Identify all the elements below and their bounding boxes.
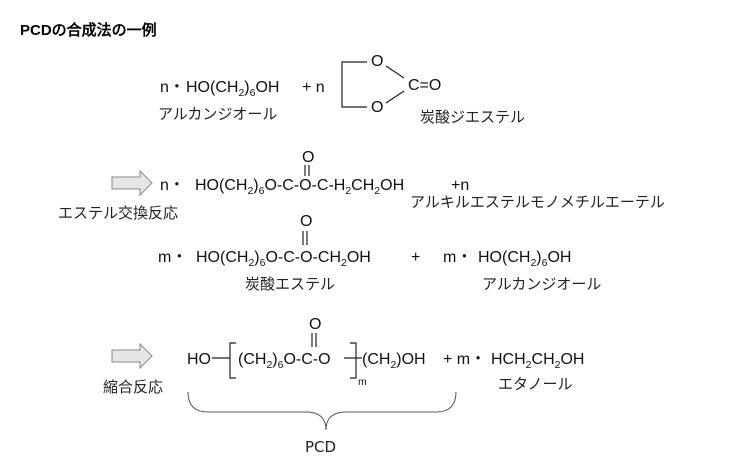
step1-reaction: n・ HO(CH2)6OH + n O O C=O アルカンジオール 炭酸ジエス… [158, 53, 525, 126]
repeat-subscript-m: m [358, 376, 367, 388]
ring-bond-top [385, 65, 405, 79]
carbonate-ester-formula: HO(CH2)6O-C-O-CH2OH [196, 249, 371, 269]
carbonyl-oxygen: O [302, 149, 314, 166]
bracket-left [229, 342, 236, 379]
bracket-right [350, 342, 357, 379]
hydroxyl-end: HO [187, 351, 211, 368]
cyclic-carbonate-structure: O O C=O [341, 53, 441, 116]
ring-oxygen-top: O [371, 53, 383, 70]
repeat-carbonyl-oxygen: O [309, 316, 321, 333]
label-carbonate-ester: 炭酸エステル [245, 275, 335, 293]
coefficient-n: n・ [160, 79, 185, 96]
step2-reaction: エステル交換反応 n・ O HO(CH2)6O-C-O-C-H2CH2OH +n… [58, 149, 665, 293]
plus-sign: + [411, 249, 420, 266]
ring-carbonyl: C=O [408, 77, 441, 94]
arrow-icon [111, 342, 153, 370]
alkanediol-formula-2: HO(CH2)6OH [478, 249, 571, 269]
ethanol-formula: HCH2CH2OH [491, 351, 584, 371]
coefficient-n: n・ [160, 177, 185, 194]
label-transesterification: エステル交換反応 [58, 204, 178, 222]
coefficient-m: m・ [158, 249, 187, 266]
alkanediol-formula: HO(CH2)6OH [186, 79, 279, 99]
coefficient-m-2: m・ [443, 249, 472, 266]
label-alkanediol: アルカンジオール [158, 105, 277, 123]
label-pcd: PCD [305, 438, 336, 456]
label-alkyl-ester-monomethyl-ether: アルキルエステルモノメチルエーテル [410, 193, 665, 211]
label-condensation: 縮合反応 [103, 378, 163, 396]
page-title: PCDの合成法の一例 [20, 21, 157, 39]
label-alkanediol-2: アルカンジオール [482, 275, 601, 293]
pcd-brace [187, 391, 457, 431]
label-ethanol: エタノール [498, 375, 573, 393]
ring-bond-left [341, 61, 367, 108]
ring-bond-bottom [385, 90, 405, 104]
plus-n: +n [451, 177, 469, 194]
step3-reaction: 縮合反応 HO (CH2)6O-C-O O m (CH2)OH + m・ HCH… [103, 316, 584, 456]
plus-m: + m・ [443, 351, 486, 368]
plus-n: + n [302, 79, 325, 96]
alkyl-ester-formula: HO(CH2)6O-C-O-C-H2CH2OH [195, 177, 404, 197]
label-carbonate-diester: 炭酸ジエステル [420, 108, 525, 126]
arrow-icon [111, 169, 153, 197]
ring-oxygen-bottom: O [371, 99, 383, 116]
ester-carbonyl-oxygen: O [300, 213, 312, 230]
repeat-unit-formula: (CH2)6O-C-O [238, 351, 331, 371]
end-group-formula: (CH2)OH [362, 351, 426, 371]
